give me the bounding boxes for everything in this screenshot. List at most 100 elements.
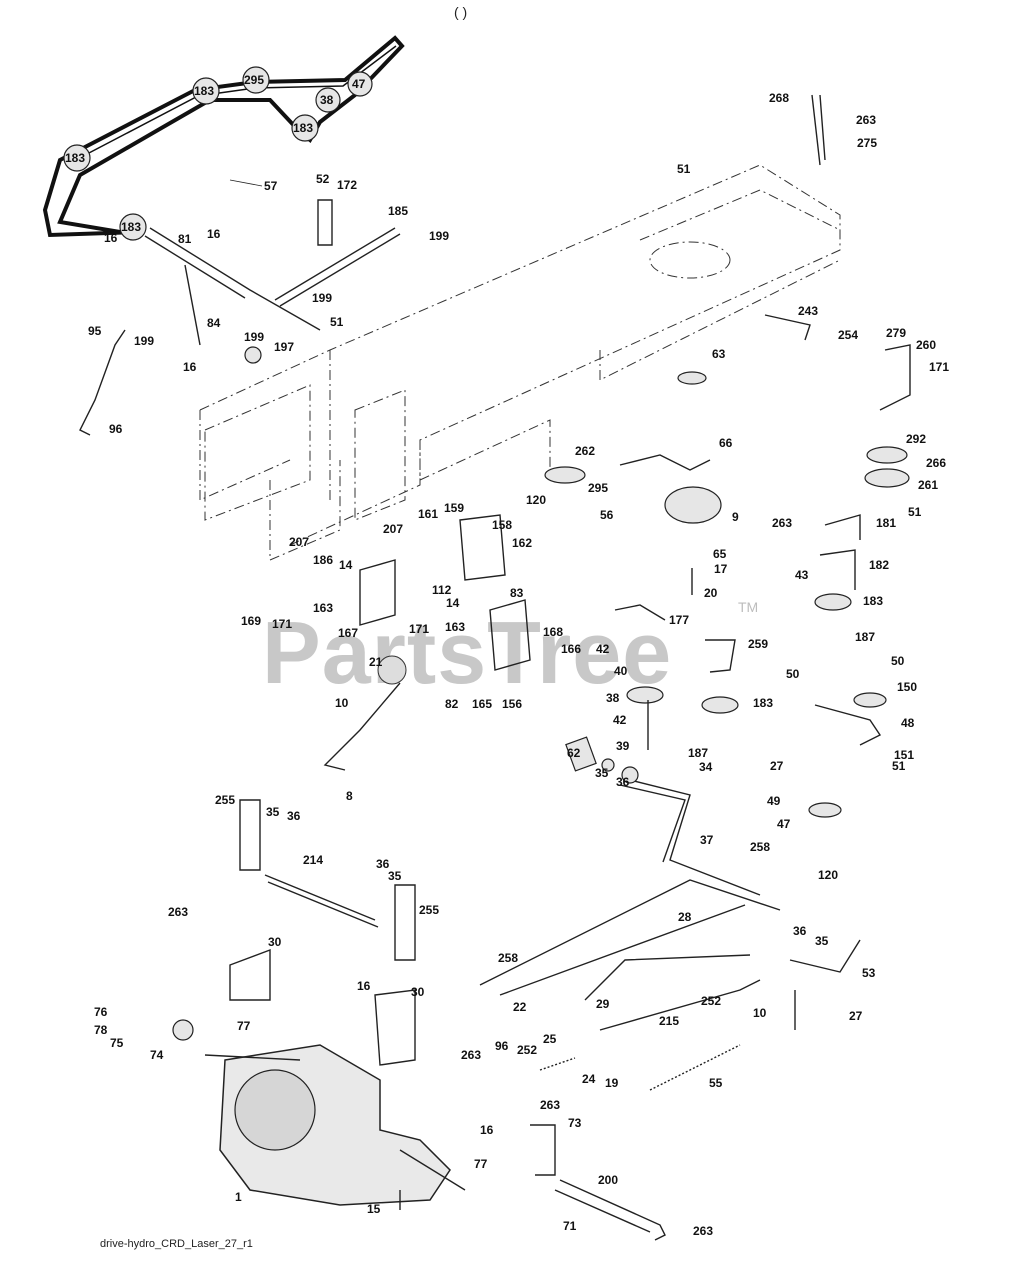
callout-207-b: 207: [289, 535, 309, 549]
header-fragment: ( ): [454, 4, 468, 20]
callout-49: 49: [767, 794, 781, 808]
callouts: 52 172 185 199 81 16 16 199 84 51 199 19…: [88, 91, 949, 1238]
callout-57: 57: [264, 179, 278, 193]
callout-159: 159: [444, 501, 464, 515]
callout-185: 185: [388, 204, 408, 218]
callout-20: 20: [704, 586, 718, 600]
callout-96-b: 96: [495, 1039, 509, 1053]
callout-16-e: 16: [480, 1123, 494, 1137]
callout-96-a: 96: [109, 422, 123, 436]
callout-172: 172: [337, 178, 357, 192]
callout-263-a: 263: [856, 113, 876, 127]
callout-263-d: 263: [461, 1048, 481, 1062]
callout-55: 55: [709, 1076, 723, 1090]
callout-36-c: 36: [376, 857, 390, 871]
callout-71: 71: [563, 1219, 577, 1233]
callout-183-belt-c: 183: [65, 151, 85, 165]
callout-200: 200: [598, 1173, 618, 1187]
callout-10-a: 10: [335, 696, 349, 710]
callout-52: 52: [316, 172, 330, 186]
callout-295-belt: 295: [244, 73, 264, 87]
callout-51-a: 51: [330, 315, 344, 329]
callout-29: 29: [596, 997, 610, 1011]
callout-43: 43: [795, 568, 809, 582]
callout-197: 197: [274, 340, 294, 354]
callout-14-b: 14: [446, 596, 460, 610]
callout-16-d: 16: [357, 979, 371, 993]
callout-263-f: 263: [693, 1224, 713, 1238]
callout-199-a: 199: [429, 229, 449, 243]
callout-38: 38: [606, 691, 620, 705]
callout-56: 56: [600, 508, 614, 522]
callout-263-c: 263: [168, 905, 188, 919]
callout-259: 259: [748, 637, 768, 651]
callout-22: 22: [513, 1000, 527, 1014]
callout-275: 275: [857, 136, 877, 150]
callout-17: 17: [714, 562, 728, 576]
callout-50-a: 50: [786, 667, 800, 681]
callout-77-a: 77: [237, 1019, 251, 1033]
callout-82: 82: [445, 697, 459, 711]
callout-252-b: 252: [517, 1043, 537, 1057]
callout-36-a: 36: [616, 775, 630, 789]
callout-21: 21: [369, 655, 383, 669]
callout-243: 243: [798, 304, 818, 318]
callout-47-belt: 47: [352, 77, 366, 91]
watermark: PartsTree: [262, 603, 672, 702]
callout-16-b: 16: [104, 231, 118, 245]
callout-199-b: 199: [312, 291, 332, 305]
callout-9: 9: [732, 510, 739, 524]
callout-30-a: 30: [268, 935, 282, 949]
drive-belt: [42, 35, 405, 238]
callout-62: 62: [567, 746, 581, 760]
callout-163-b: 163: [445, 620, 465, 634]
callout-171-a: 171: [929, 360, 949, 374]
callout-19: 19: [605, 1076, 619, 1090]
callout-84: 84: [207, 316, 221, 330]
callout-83: 83: [510, 586, 524, 600]
callout-78: 78: [94, 1023, 108, 1037]
callout-181: 181: [876, 516, 896, 530]
callout-199-d: 199: [134, 334, 154, 348]
callout-187-a: 187: [855, 630, 875, 644]
callout-199-c: 199: [244, 330, 264, 344]
callout-168: 168: [543, 625, 563, 639]
callout-50-b: 50: [891, 654, 905, 668]
callout-35-b: 35: [266, 805, 280, 819]
callout-279: 279: [886, 326, 906, 340]
callout-254: 254: [838, 328, 858, 342]
callout-14-a: 14: [339, 558, 353, 572]
callout-81: 81: [178, 232, 192, 246]
callout-65: 65: [713, 547, 727, 561]
callout-120-b: 120: [818, 868, 838, 882]
callout-261: 261: [918, 478, 938, 492]
callout-163-a: 163: [313, 601, 333, 615]
callout-28: 28: [678, 910, 692, 924]
callout-252-a: 252: [701, 994, 721, 1008]
callout-30-b: 30: [411, 985, 425, 999]
callout-48: 48: [901, 716, 915, 730]
callout-24: 24: [582, 1072, 596, 1086]
callout-27-b: 27: [849, 1009, 863, 1023]
callout-36-b: 36: [287, 809, 301, 823]
callout-66: 66: [719, 436, 733, 450]
callout-53: 53: [862, 966, 876, 980]
callout-258-a: 258: [750, 840, 770, 854]
callout-35-a: 35: [595, 766, 609, 780]
callout-16-c: 16: [183, 360, 197, 374]
callout-183-b: 183: [753, 696, 773, 710]
tractor-frame: [199, 164, 841, 561]
callout-1: 1: [235, 1190, 242, 1204]
callout-74: 74: [150, 1048, 164, 1062]
callout-40: 40: [614, 664, 628, 678]
part-shapes: [79, 94, 911, 1241]
callout-73: 73: [568, 1116, 582, 1130]
callout-263-b: 263: [772, 516, 792, 530]
callout-262: 262: [575, 444, 595, 458]
callout-15: 15: [367, 1202, 381, 1216]
callout-63: 63: [712, 347, 726, 361]
callout-77-b: 77: [474, 1157, 488, 1171]
diagram-caption: drive-hydro_CRD_Laser_27_r1: [100, 1238, 253, 1250]
callout-255-b: 255: [419, 903, 439, 917]
